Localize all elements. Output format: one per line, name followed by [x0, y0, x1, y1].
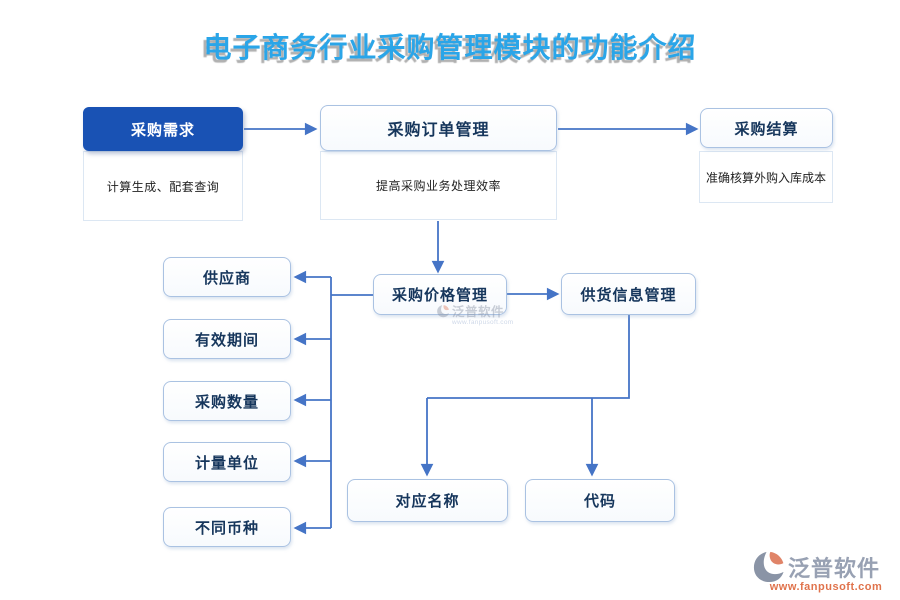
node-mapped-name: 对应名称 [347, 479, 508, 522]
node-supply-info: 供货信息管理 [561, 273, 696, 315]
page-title: 电子商务行业采购管理模块的功能介绍 [203, 32, 697, 63]
watermark-center: 泛普软件 www.fanpusoft.com [436, 301, 513, 326]
node-purchase-order-desc: 提高采购业务处理效率 [320, 151, 557, 220]
watermark-url: www.fanpusoft.com [769, 581, 883, 593]
watermark-url: www.fanpusoft.com [452, 319, 514, 326]
connector-supplyinfo-down [427, 315, 630, 399]
node-purchase-price: 采购价格管理 [373, 274, 507, 315]
node-measure-unit: 计量单位 [163, 442, 291, 482]
watermark-brand: 泛普软件 [788, 555, 881, 581]
node-purchase-settlement: 采购结算 [700, 108, 833, 148]
node-purchase-qty: 采购数量 [163, 381, 291, 421]
node-valid-period: 有效期间 [163, 319, 291, 359]
fanpu-logo-icon [437, 304, 450, 317]
node-purchase-demand: 采购需求 [83, 107, 243, 151]
node-purchase-settlement-desc: 准确核算外购入库成本 [699, 151, 833, 203]
node-purchase-order: 采购订单管理 [320, 105, 557, 151]
watermark-brand: 泛普软件 [452, 305, 505, 319]
node-code: 代码 [525, 479, 675, 522]
fanpu-logo-icon [753, 551, 784, 583]
watermark-footer: 泛普软件 www.fanpusoft.com [751, 549, 900, 593]
node-currency: 不同币种 [163, 507, 291, 547]
node-supplier: 供应商 [163, 257, 291, 297]
node-purchase-demand-desc: 计算生成、配套查询 [83, 151, 243, 221]
